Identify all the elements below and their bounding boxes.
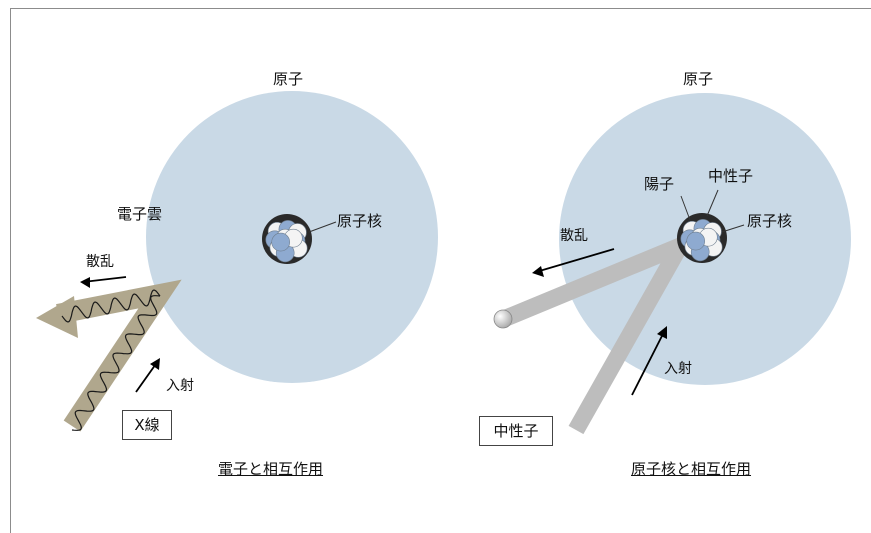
right-nucleus-label: 原子核 [747, 212, 793, 230]
left-caption: 電子と相互作用 [218, 460, 324, 478]
left-nucleus-cluster [262, 214, 312, 264]
right-scatter-arrow-head [532, 266, 544, 277]
right-incident-label: 入射 [664, 361, 692, 377]
right-incident-arrow-head [657, 326, 667, 339]
proton-label: 陽子 [644, 175, 675, 193]
right-nucleus-leader [721, 224, 745, 233]
right-caption: 原子核と相互作用 [631, 460, 752, 478]
right-scatter-label: 散乱 [560, 228, 588, 244]
frame-left-border [10, 8, 11, 533]
right-atom-label: 原子 [683, 70, 714, 88]
proton-leader [680, 195, 691, 221]
xray-source-label: X線 [122, 410, 172, 440]
xray-wave-scattered [61, 289, 161, 323]
xray-wave-incident [71, 295, 161, 431]
right-scatter-arrow [535, 248, 615, 273]
left-scatter-arrow [82, 276, 127, 283]
left-scatter-label: 散乱 [86, 254, 114, 270]
xray-scatter-arrowhead [36, 296, 78, 338]
frame-top-border [10, 8, 871, 9]
left-scatter-arrow-head [80, 277, 90, 288]
left-incident-label: 入射 [166, 378, 194, 394]
right-nucleus-cluster [677, 213, 727, 263]
neutron-label: 中性子 [708, 167, 754, 185]
proton-ball [271, 232, 291, 252]
left-nucleus-leader [308, 221, 337, 233]
left-nucleus-label: 原子核 [337, 212, 383, 230]
electron-cloud-label: 電子雲 [117, 205, 163, 223]
neutron-leader [706, 189, 719, 217]
scattered-neutron-ball [493, 309, 513, 329]
right-incident-arrow [631, 329, 666, 396]
left-atom-label: 原子 [273, 70, 304, 88]
proton-ball [686, 231, 706, 251]
neutron-source-label: 中性子 [479, 416, 553, 446]
left-incident-arrow-head [150, 358, 160, 370]
